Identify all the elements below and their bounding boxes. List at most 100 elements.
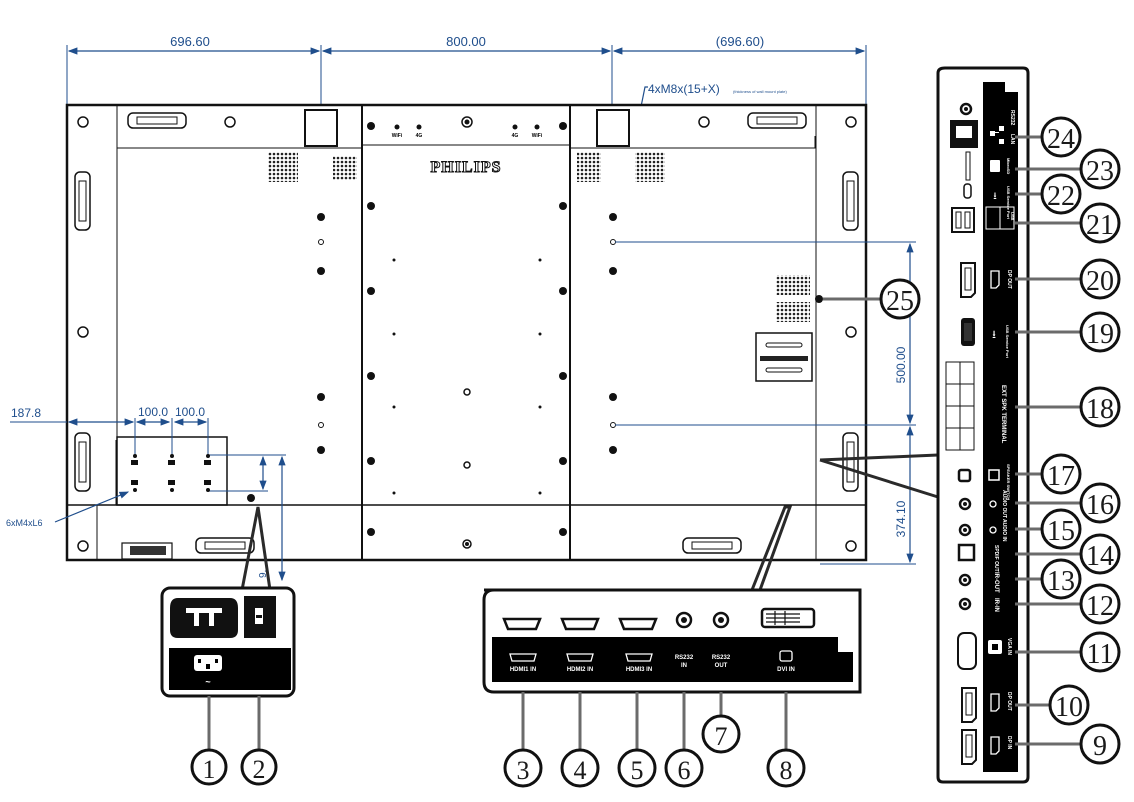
callout-21: 21	[1086, 210, 1114, 241]
callout-11: 11	[1087, 639, 1114, 670]
callout-25: 25	[886, 286, 914, 317]
label-dp-out-20: DP OUT	[1006, 270, 1012, 289]
label-usb-service-19: USB Service Port	[1005, 325, 1010, 359]
power-callouts: 1 2	[190, 696, 278, 786]
callout-17: 17	[1047, 461, 1075, 492]
callout-10: 10	[1055, 692, 1083, 723]
antenna-connectors: WiFi 4G 4G WiFi	[392, 124, 543, 139]
callout-6: 6	[678, 756, 691, 785]
side-panel-labels: ⭳ ⭳ RS232 LAN MicroSD USB Service Port U…	[985, 110, 1015, 755]
label-rs232-out: OUT	[715, 663, 728, 669]
callout-24: 24	[1047, 124, 1075, 155]
callout-1: 1	[203, 755, 216, 784]
dim-bottom-374: 374.10	[894, 500, 908, 537]
callout-20: 20	[1086, 266, 1114, 297]
callout-19: 19	[1086, 319, 1114, 350]
small-screws-label: 6xM4xL6	[6, 518, 43, 528]
label-usb-service-22: USB Service Port	[1006, 186, 1011, 220]
brand-logo: PHILIPS	[430, 159, 501, 176]
side-io-panel	[936, 66, 1030, 784]
audio-out-icon	[989, 500, 997, 508]
dim-top-right: (696.60)	[716, 34, 764, 49]
dim-hole-spacing-1: 100.0	[138, 405, 168, 419]
callout-13: 13	[1047, 566, 1075, 597]
usb-icon: ⭳	[993, 191, 997, 202]
label-rs232-in: IN	[681, 663, 687, 669]
displayport-icon	[990, 693, 1000, 712]
side-dimensions: 500.00 374.10	[615, 241, 916, 565]
label-audio-in: AUDIO IN	[1001, 519, 1007, 542]
callout-16: 16	[1086, 490, 1114, 521]
label-usb-21: USB	[1010, 212, 1015, 221]
corner-bosses	[77, 116, 857, 552]
wall-mount-screws-label: 4xM8x(15+X)	[648, 82, 720, 96]
label-rs232-in-top: RS232	[675, 655, 694, 661]
hdmi-port-icon	[509, 653, 537, 662]
dim-top-middle: 800.00	[446, 34, 486, 49]
label-microsd: MicroSD	[1006, 158, 1011, 174]
label-ext-spk-terminal: EXT SPK TERMINAL	[1000, 385, 1006, 444]
ac-label: ~	[205, 677, 210, 687]
callout-12: 12	[1086, 591, 1114, 622]
displayport-icon	[990, 270, 1000, 289]
speaker-terminals	[945, 361, 975, 451]
callout-9: 9	[1093, 731, 1107, 762]
small-screw-dimensions: 187.8 100.0 100.0 9. 6xM4xL6	[6, 405, 286, 582]
mount-brackets	[121, 109, 630, 560]
label-hdmi3-in: HDMI3 IN	[626, 667, 652, 673]
label-dp-in: DP IN	[1006, 736, 1012, 750]
label-hdmi2-in: HDMI2 IN	[567, 667, 593, 673]
label-dvi-in: DVI IN	[777, 667, 795, 673]
label-rs232: RS232	[1009, 110, 1015, 126]
dim-hole-spacing-2: 100.0	[175, 405, 205, 419]
label-hdmi1-in: HDMI1 IN	[510, 667, 536, 673]
displayport-icon	[990, 736, 1000, 755]
power-panel: ~	[160, 586, 296, 698]
label-vga-in: VGA IN	[1006, 638, 1012, 655]
dim-partial: 9.	[258, 570, 269, 578]
callout-22: 22	[1047, 181, 1075, 212]
callout-3: 3	[517, 756, 530, 785]
label-spdif-out: SPDIF OUT	[993, 545, 999, 572]
label-speaker-switch: SPEAKER SWITCH	[1006, 464, 1011, 500]
label-ir-out: IR-OUT	[993, 572, 999, 593]
label-audio-out: AUDIO OUT	[1001, 490, 1007, 518]
dim-top-left: 696.60	[170, 34, 210, 49]
vent-grilles	[268, 152, 810, 322]
antenna-label-4g-2: 4G	[512, 133, 519, 139]
bottom-io-panel: HDMI1 IN HDMI2 IN HDMI3 IN RS232 IN RS23…	[482, 588, 862, 694]
antenna-label-wifi-1: WiFi	[392, 133, 403, 139]
display-back-outline	[65, 103, 868, 562]
switch-icon	[988, 469, 1000, 481]
hdmi2-port	[560, 617, 600, 631]
callout-2: 2	[253, 755, 266, 784]
hdmi3-port	[618, 617, 658, 631]
hdmi1-port	[502, 617, 542, 631]
label-ir-in: IR-IN	[993, 598, 999, 612]
side-callouts: 24 23 22 21 20 19 18 17 16 15 14 13 12 1…	[823, 116, 1121, 765]
callout-15: 15	[1047, 516, 1075, 547]
antenna-label-4g-1: 4G	[416, 133, 423, 139]
callout-23: 23	[1086, 156, 1114, 187]
label-rs232-out-top: RS232	[712, 655, 731, 661]
sd-card-icon	[990, 160, 1000, 172]
rating-label-plate	[755, 332, 813, 382]
usb-icon	[999, 206, 1015, 230]
dim-left-offset: 187.8	[11, 406, 41, 420]
callout-5: 5	[631, 756, 644, 785]
carry-handles	[74, 112, 859, 554]
callout-18: 18	[1086, 394, 1114, 425]
callout-8: 8	[780, 756, 793, 785]
dim-vertical-500: 500.00	[894, 346, 908, 383]
label-lan: LAN	[1009, 134, 1015, 145]
dvi-port-icon	[779, 650, 793, 662]
lan-icon	[990, 126, 1004, 144]
hdmi-port-icon	[566, 653, 594, 662]
hdmi-port-icon	[625, 653, 653, 662]
callout-7: 7	[715, 722, 728, 751]
callout-14: 14	[1086, 541, 1114, 572]
zoom-leaders	[240, 453, 939, 591]
antenna-label-wifi-2: WiFi	[532, 133, 543, 139]
label-dp-out-10: DP OUT	[1006, 692, 1012, 711]
